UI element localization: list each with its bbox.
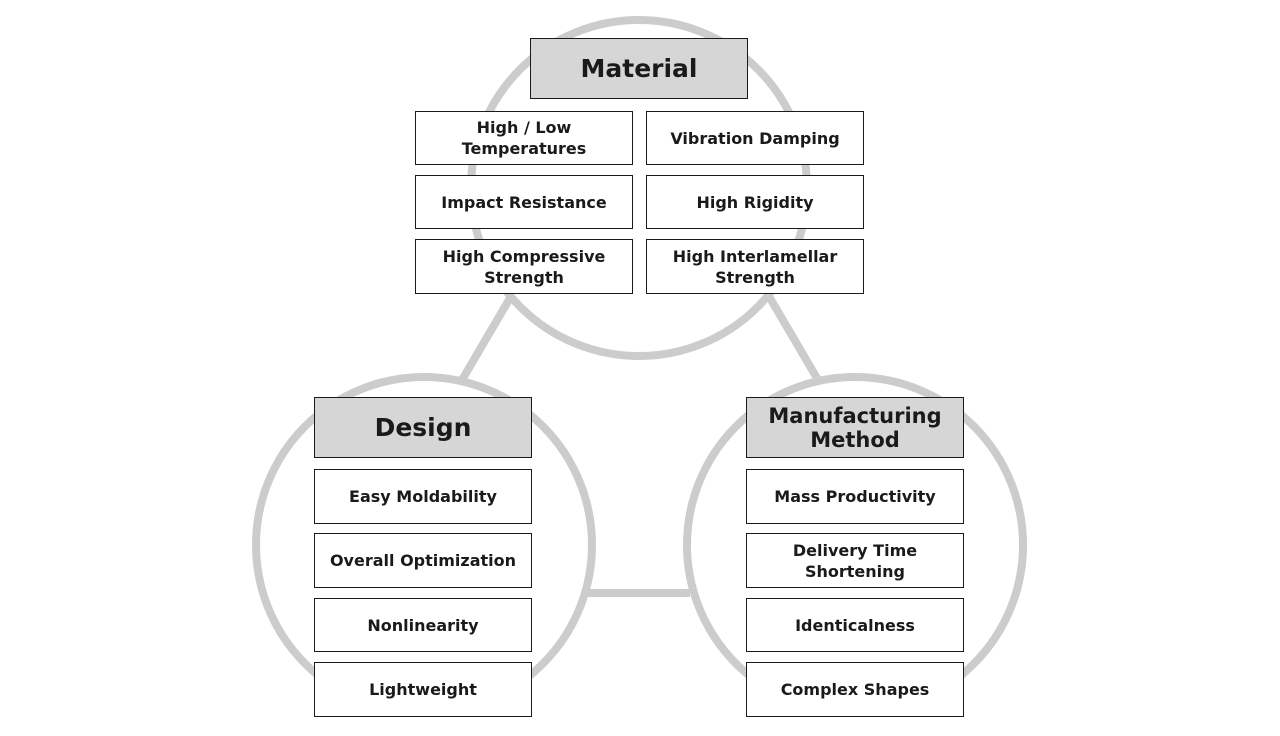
design-title: Design: [314, 397, 532, 458]
connector-material-design: [458, 295, 514, 383]
material-item-impact-resistance: Impact Resistance: [415, 175, 633, 229]
manufacturing-item-delivery-time-shortening: Delivery Time Shortening: [746, 533, 964, 588]
design-item-lightweight: Lightweight: [314, 662, 532, 717]
manufacturing-item-complex-shapes: Complex Shapes: [746, 662, 964, 717]
material-item-high-rigidity: High Rigidity: [646, 175, 864, 229]
material-item-high-interlamellar-strength: High Interlamellar Strength: [646, 239, 864, 294]
manufacturing-title: Manufacturing Method: [746, 397, 964, 458]
connector-material-manufacturing: [766, 295, 822, 383]
design-item-easy-moldability: Easy Moldability: [314, 469, 532, 524]
material-item-high-compressive-strength: High Compressive Strength: [415, 239, 633, 294]
design-item-overall-optimization: Overall Optimization: [314, 533, 532, 588]
material-item-high-low-temperatures: High / Low Temperatures: [415, 111, 633, 165]
design-item-nonlinearity: Nonlinearity: [314, 598, 532, 652]
material-item-vibration-damping: Vibration Damping: [646, 111, 864, 165]
manufacturing-item-mass-productivity: Mass Productivity: [746, 469, 964, 524]
manufacturing-item-identicalness: Identicalness: [746, 598, 964, 652]
material-title: Material: [530, 38, 748, 99]
